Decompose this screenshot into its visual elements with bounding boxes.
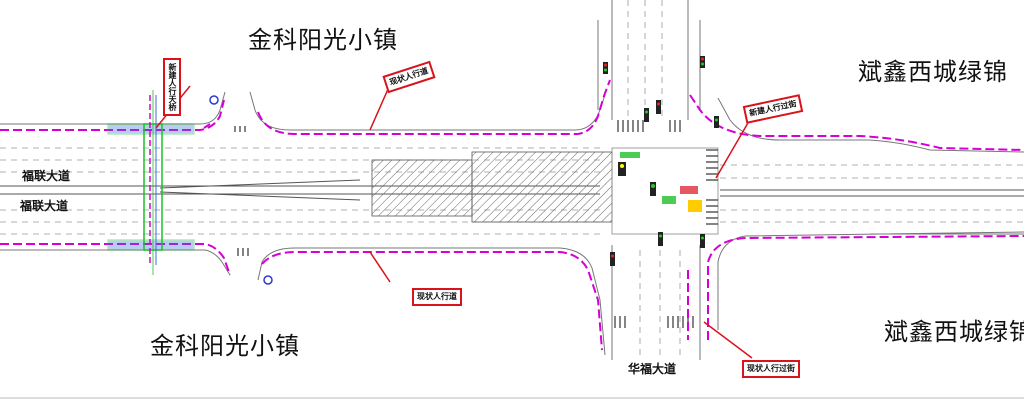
cross-road-edges [597, 0, 701, 360]
callout-new-footbridge: 新建人行天桥 [163, 58, 181, 116]
crosswalk-stripes [234, 120, 718, 328]
district-label-top-left: 金科阳光小镇 [248, 26, 398, 54]
callout-leaders [155, 79, 753, 359]
district-label-bottom-right: 斌鑫西城绿锦 [884, 318, 1024, 346]
callout-existing-crosswalk: 现状人行过街 [742, 360, 800, 378]
main-road-edges [0, 91, 1024, 356]
road-label-main-lower: 福联大道 [20, 199, 69, 213]
road-label-main-upper: 福联大道 [22, 169, 71, 183]
district-label-top-right: 斌鑫西城绿锦 [858, 58, 1008, 86]
district-label-bottom-left: 金科阳光小镇 [150, 332, 300, 360]
sign-circle-top [209, 95, 219, 105]
hatched-zone-left [371, 159, 473, 217]
callout-existing-sidewalk-bottom: 现状人行道 [412, 288, 462, 306]
lane-markings [0, 0, 1024, 360]
traffic-signals [603, 56, 719, 266]
intersection-box [611, 147, 719, 235]
road-label-cross: 华福大道 [628, 362, 677, 376]
sign-circle-bottom [263, 275, 273, 285]
hatched-zone-right [471, 151, 613, 223]
pedestrian-footbridge [107, 90, 195, 275]
sidewalk-dashed-lines [0, 79, 1024, 351]
